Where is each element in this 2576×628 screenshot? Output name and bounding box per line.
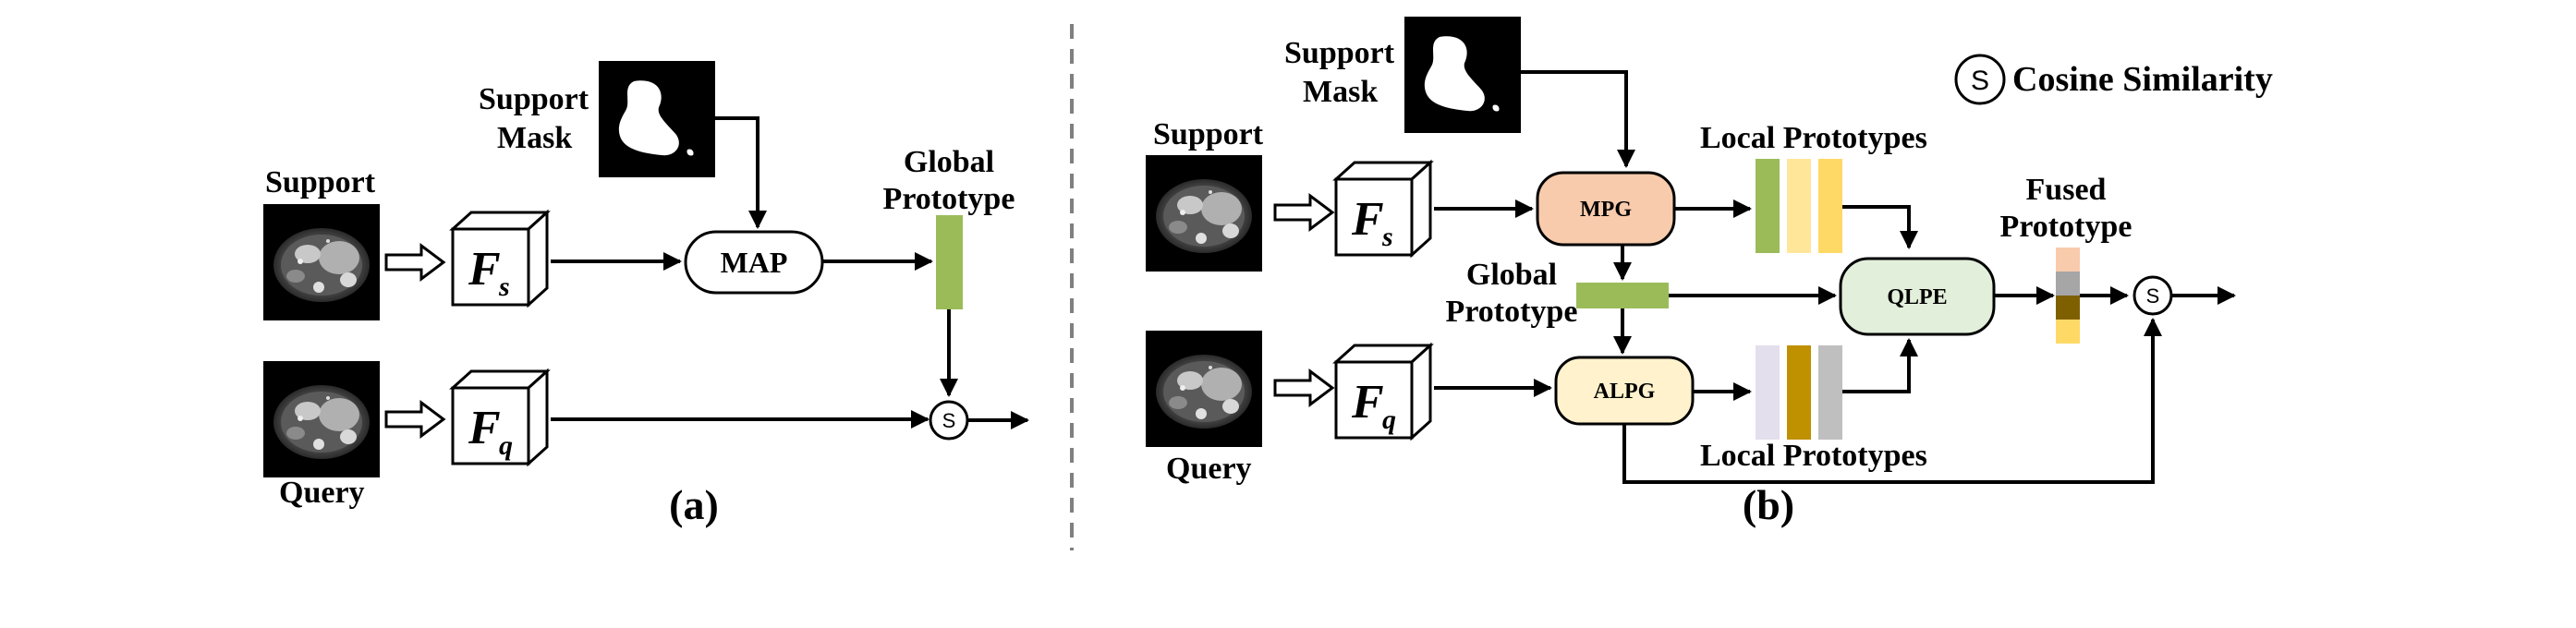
support-label: Support (1153, 117, 1264, 151)
query-label: Query (279, 476, 365, 510)
query-label: Query (1166, 452, 1252, 486)
feature-fs-symbol: F (1351, 193, 1384, 246)
support-mask-label-line1: Support (479, 82, 589, 116)
feature-fs-subscript: s (498, 272, 510, 302)
feature-fs-symbol: F (468, 243, 501, 296)
support-image (1146, 155, 1262, 272)
global-prototype-label-line1: Global (904, 145, 994, 179)
map-label: MAP (721, 246, 788, 279)
global-prototype-label-line2: Prototype (883, 182, 1015, 216)
fused-prototype-label-line2: Prototype (2000, 210, 2132, 244)
fused-prototype-label-line1: Fused (2026, 173, 2107, 207)
caption-a: (a) (669, 481, 719, 528)
qlpe-label: QLPE (1887, 285, 1947, 309)
fused-prototype-cell-2 (2056, 272, 2080, 296)
panel-b: Support Query F s F q Support Mask (1146, 17, 2236, 528)
hollow-arrow-support (1273, 193, 1335, 232)
legend: S Cosine Similarity (1954, 54, 2273, 105)
local-prototype-bottom-2 (1787, 345, 1811, 440)
alpg-label: ALPG (1594, 380, 1656, 404)
feature-cube-fs: F s (1332, 159, 1434, 259)
feature-fs-subscript: s (1381, 222, 1393, 252)
feature-cube-fq: F q (1332, 342, 1434, 441)
query-image (263, 361, 380, 477)
legend-symbol: S (1971, 66, 1989, 96)
support-label: Support (265, 165, 376, 199)
local-prototypes-top-label: Local Prototypes (1700, 121, 1927, 155)
global-prototype-label-line2: Prototype (1446, 295, 1578, 329)
caption-b: (b) (1743, 481, 1794, 528)
hollow-arrow-support (384, 243, 446, 282)
feature-cube-fq: F q (449, 368, 551, 467)
fused-prototype-cell-1 (2056, 248, 2080, 272)
support-image (263, 204, 380, 320)
arrow-local-top-to-qlpe (1842, 205, 1918, 249)
local-prototypes-bottom-label: Local Prototypes (1700, 439, 1927, 473)
query-image (1146, 331, 1262, 447)
support-mask-label-line1: Support (1284, 36, 1395, 70)
local-prototype-bottom-1 (1756, 345, 1780, 440)
local-prototype-top-1 (1756, 159, 1780, 253)
global-prototype-label-line1: Global (1466, 258, 1557, 292)
hollow-arrow-query (384, 400, 446, 439)
feature-fq-subscript: q (499, 430, 513, 461)
mpg-label: MPG (1580, 198, 1632, 222)
feature-fq-symbol: F (1351, 376, 1384, 429)
arrow-mask-to-mpg (1521, 70, 1635, 168)
similarity-symbol: S (2146, 284, 2160, 308)
legend-similarity-icon (1954, 54, 2006, 105)
local-prototype-top-2 (1787, 159, 1811, 253)
arrow-local-bottom-to-qlpe (1842, 338, 1918, 393)
global-prototype-bar (936, 215, 963, 309)
similarity-symbol: S (942, 409, 956, 432)
arrow-alpg-to-similarity (1622, 318, 2162, 484)
global-prototype-bar (1576, 283, 1669, 308)
fused-prototype-cell-4 (2056, 320, 2080, 344)
fused-prototype-cell-3 (2056, 296, 2080, 320)
support-mask-label-line2: Mask (1303, 75, 1378, 109)
hollow-arrow-query (1273, 368, 1335, 407)
panel-a: Support Query F s F q Support Mask (263, 61, 1029, 528)
feature-fq-symbol: F (468, 402, 501, 454)
feature-fq-subscript: q (1382, 405, 1396, 435)
local-prototype-top-3 (1818, 159, 1842, 253)
local-prototype-bottom-3 (1818, 345, 1842, 440)
arrow-mask-to-map (715, 116, 767, 229)
legend-text: Cosine Similarity (2012, 60, 2273, 99)
support-mask-label-line2: Mask (497, 121, 572, 155)
feature-cube-fs: F s (449, 209, 551, 308)
